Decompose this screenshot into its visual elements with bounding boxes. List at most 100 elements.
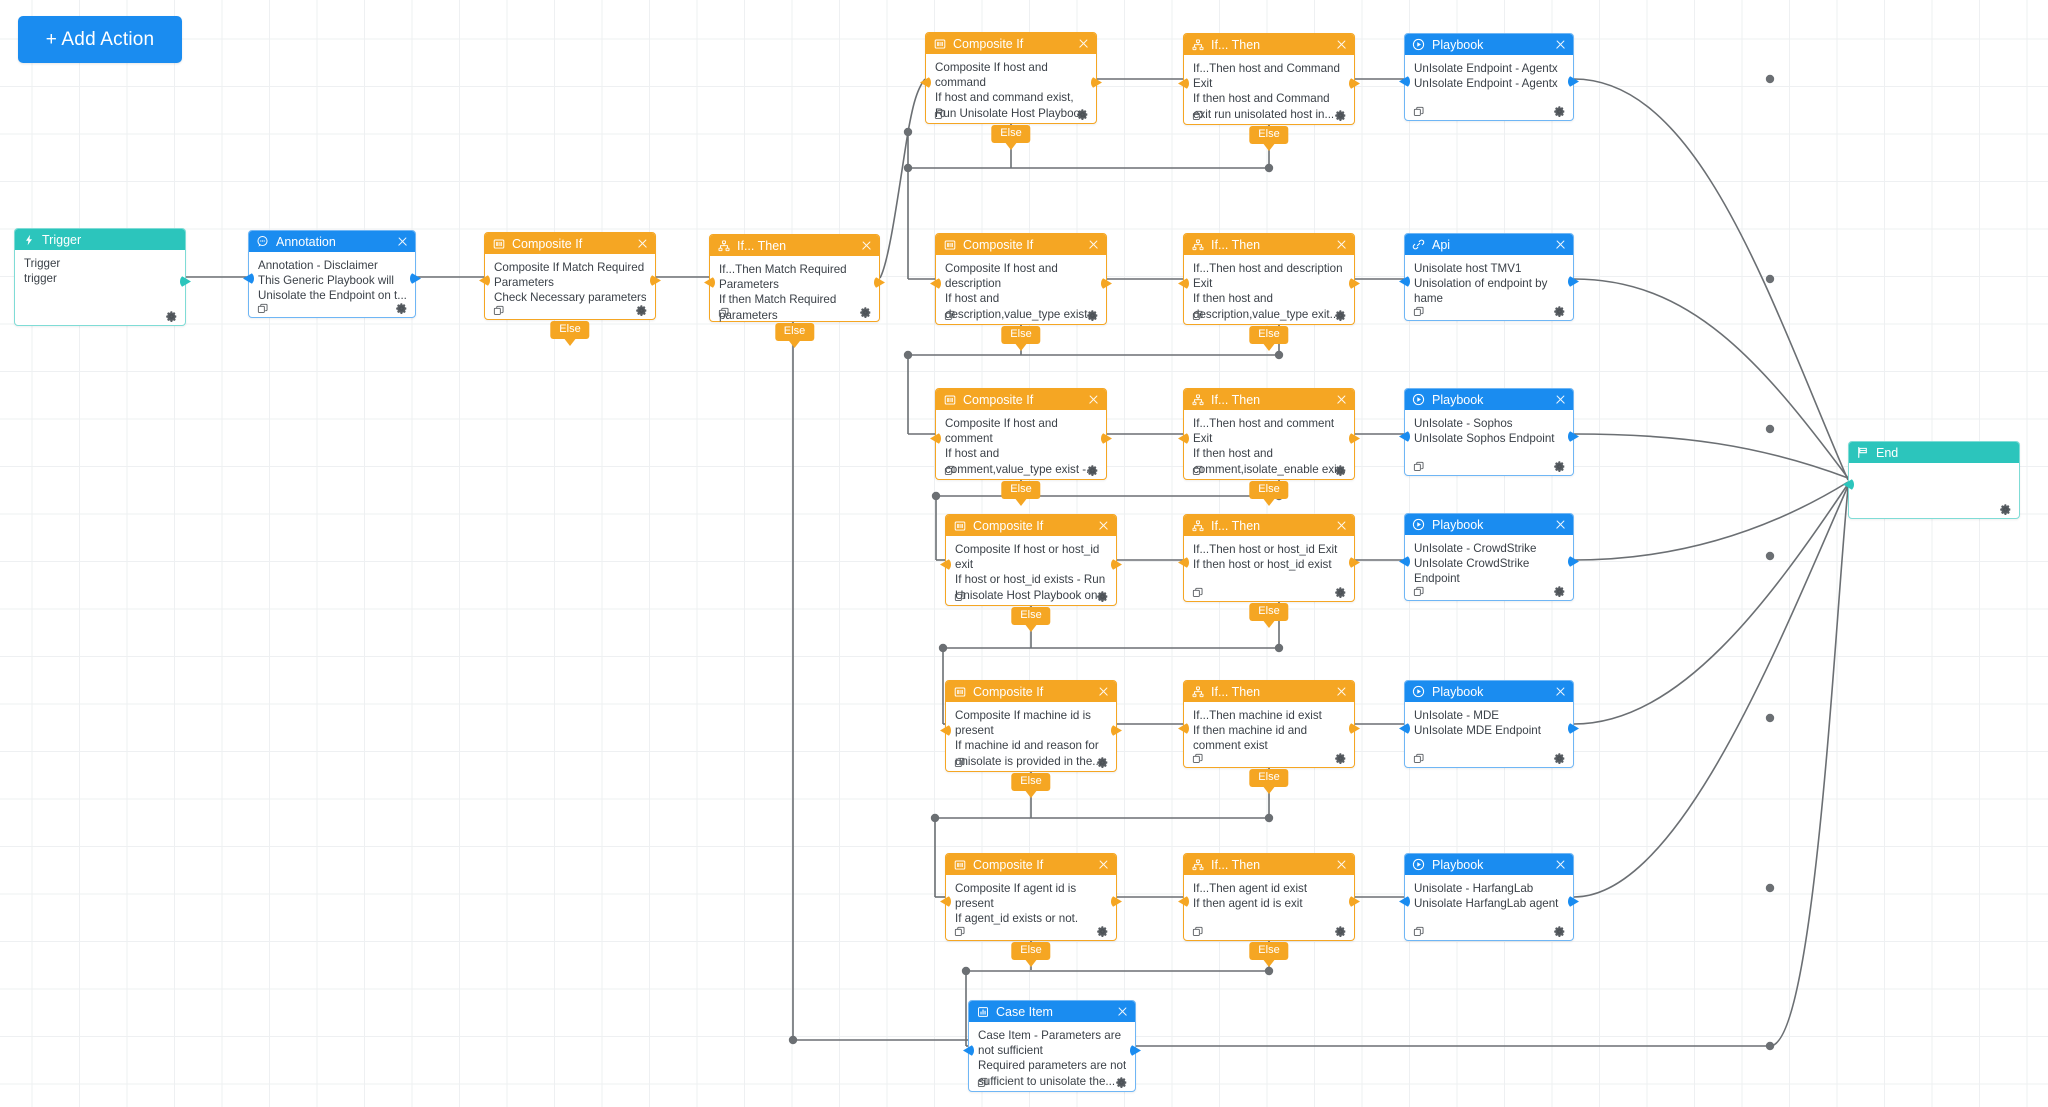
- duplicate-icon[interactable]: [1192, 109, 1204, 121]
- input-port[interactable]: [704, 276, 715, 289]
- input-port[interactable]: [930, 277, 941, 290]
- duplicate-icon[interactable]: [944, 464, 956, 476]
- node-header[interactable]: Playbook: [1405, 389, 1573, 410]
- close-icon[interactable]: [1087, 393, 1100, 406]
- output-port[interactable]: [1568, 430, 1579, 443]
- output-port[interactable]: [1349, 77, 1360, 90]
- duplicate-icon[interactable]: [954, 590, 966, 602]
- output-port[interactable]: [1568, 722, 1579, 735]
- node-header[interactable]: Composite If: [946, 854, 1116, 875]
- output-port[interactable]: [650, 274, 661, 287]
- gear-icon[interactable]: [1334, 464, 1347, 477]
- node-header[interactable]: Composite If: [946, 681, 1116, 702]
- input-port[interactable]: [940, 558, 951, 571]
- duplicate-icon[interactable]: [1192, 925, 1204, 937]
- gear-icon[interactable]: [1334, 309, 1347, 322]
- node-header[interactable]: If... Then: [1184, 234, 1354, 255]
- duplicate-icon[interactable]: [934, 108, 946, 120]
- output-port[interactable]: [1568, 555, 1579, 568]
- output-port[interactable]: [1091, 76, 1102, 89]
- output-port[interactable]: [1111, 895, 1122, 908]
- close-icon[interactable]: [1335, 238, 1348, 251]
- else-branch-label[interactable]: Else: [1249, 126, 1289, 144]
- input-port[interactable]: [1843, 478, 1854, 491]
- output-port[interactable]: [1349, 722, 1360, 735]
- close-icon[interactable]: [1077, 37, 1090, 50]
- duplicate-icon[interactable]: [944, 309, 956, 321]
- gear-icon[interactable]: [1115, 1076, 1128, 1089]
- output-port[interactable]: [1568, 895, 1579, 908]
- close-icon[interactable]: [860, 239, 873, 252]
- duplicate-icon[interactable]: [1192, 309, 1204, 321]
- gear-icon[interactable]: [1076, 108, 1089, 121]
- gear-icon[interactable]: [1086, 309, 1099, 322]
- else-branch-label[interactable]: Else: [1249, 326, 1289, 344]
- close-icon[interactable]: [1335, 38, 1348, 51]
- gear-icon[interactable]: [859, 306, 872, 319]
- close-icon[interactable]: [1554, 393, 1567, 406]
- gear-icon[interactable]: [1096, 590, 1109, 603]
- input-port[interactable]: [479, 274, 490, 287]
- gear-icon[interactable]: [1334, 109, 1347, 122]
- duplicate-icon[interactable]: [493, 304, 505, 316]
- close-icon[interactable]: [1335, 858, 1348, 871]
- close-icon[interactable]: [1554, 518, 1567, 531]
- close-icon[interactable]: [1097, 685, 1110, 698]
- node-header[interactable]: End: [1849, 442, 2019, 463]
- input-port[interactable]: [1399, 895, 1410, 908]
- else-branch-label[interactable]: Else: [1011, 942, 1051, 960]
- close-icon[interactable]: [1335, 393, 1348, 406]
- duplicate-icon[interactable]: [1413, 105, 1425, 117]
- output-port[interactable]: [1349, 895, 1360, 908]
- node-header[interactable]: If... Then: [1184, 34, 1354, 55]
- else-branch-label[interactable]: Else: [1011, 607, 1051, 625]
- duplicate-icon[interactable]: [954, 756, 966, 768]
- node-header[interactable]: Composite If: [946, 515, 1116, 536]
- node-header[interactable]: Composite If: [926, 33, 1096, 54]
- else-branch-label[interactable]: Else: [550, 321, 590, 339]
- input-port[interactable]: [1399, 722, 1410, 735]
- duplicate-icon[interactable]: [257, 302, 269, 314]
- duplicate-icon[interactable]: [1413, 305, 1425, 317]
- output-port[interactable]: [1349, 432, 1360, 445]
- node-header[interactable]: Playbook: [1405, 34, 1573, 55]
- duplicate-icon[interactable]: [1192, 586, 1204, 598]
- node-header[interactable]: Composite If: [485, 233, 655, 254]
- input-port[interactable]: [1399, 555, 1410, 568]
- gear-icon[interactable]: [1553, 105, 1566, 118]
- input-port[interactable]: [1178, 722, 1189, 735]
- node-end[interactable]: End: [1843, 441, 2020, 519]
- output-port[interactable]: [1349, 556, 1360, 569]
- else-branch-label[interactable]: Else: [1001, 481, 1041, 499]
- duplicate-icon[interactable]: [1413, 752, 1425, 764]
- input-port[interactable]: [1178, 895, 1189, 908]
- duplicate-icon[interactable]: [1192, 464, 1204, 476]
- close-icon[interactable]: [1097, 519, 1110, 532]
- output-port[interactable]: [180, 275, 191, 288]
- output-port[interactable]: [1101, 432, 1112, 445]
- input-port[interactable]: [1399, 275, 1410, 288]
- gear-icon[interactable]: [1553, 585, 1566, 598]
- else-branch-label[interactable]: Else: [1249, 942, 1289, 960]
- node-header[interactable]: If... Then: [1184, 515, 1354, 536]
- else-branch-label[interactable]: Else: [1011, 773, 1051, 791]
- node-header[interactable]: Trigger: [15, 229, 185, 250]
- gear-icon[interactable]: [1334, 586, 1347, 599]
- input-port[interactable]: [940, 895, 951, 908]
- close-icon[interactable]: [1554, 685, 1567, 698]
- else-branch-label[interactable]: Else: [1001, 326, 1041, 344]
- input-port[interactable]: [1399, 430, 1410, 443]
- gear-icon[interactable]: [635, 304, 648, 317]
- close-icon[interactable]: [1335, 685, 1348, 698]
- output-port[interactable]: [1349, 277, 1360, 290]
